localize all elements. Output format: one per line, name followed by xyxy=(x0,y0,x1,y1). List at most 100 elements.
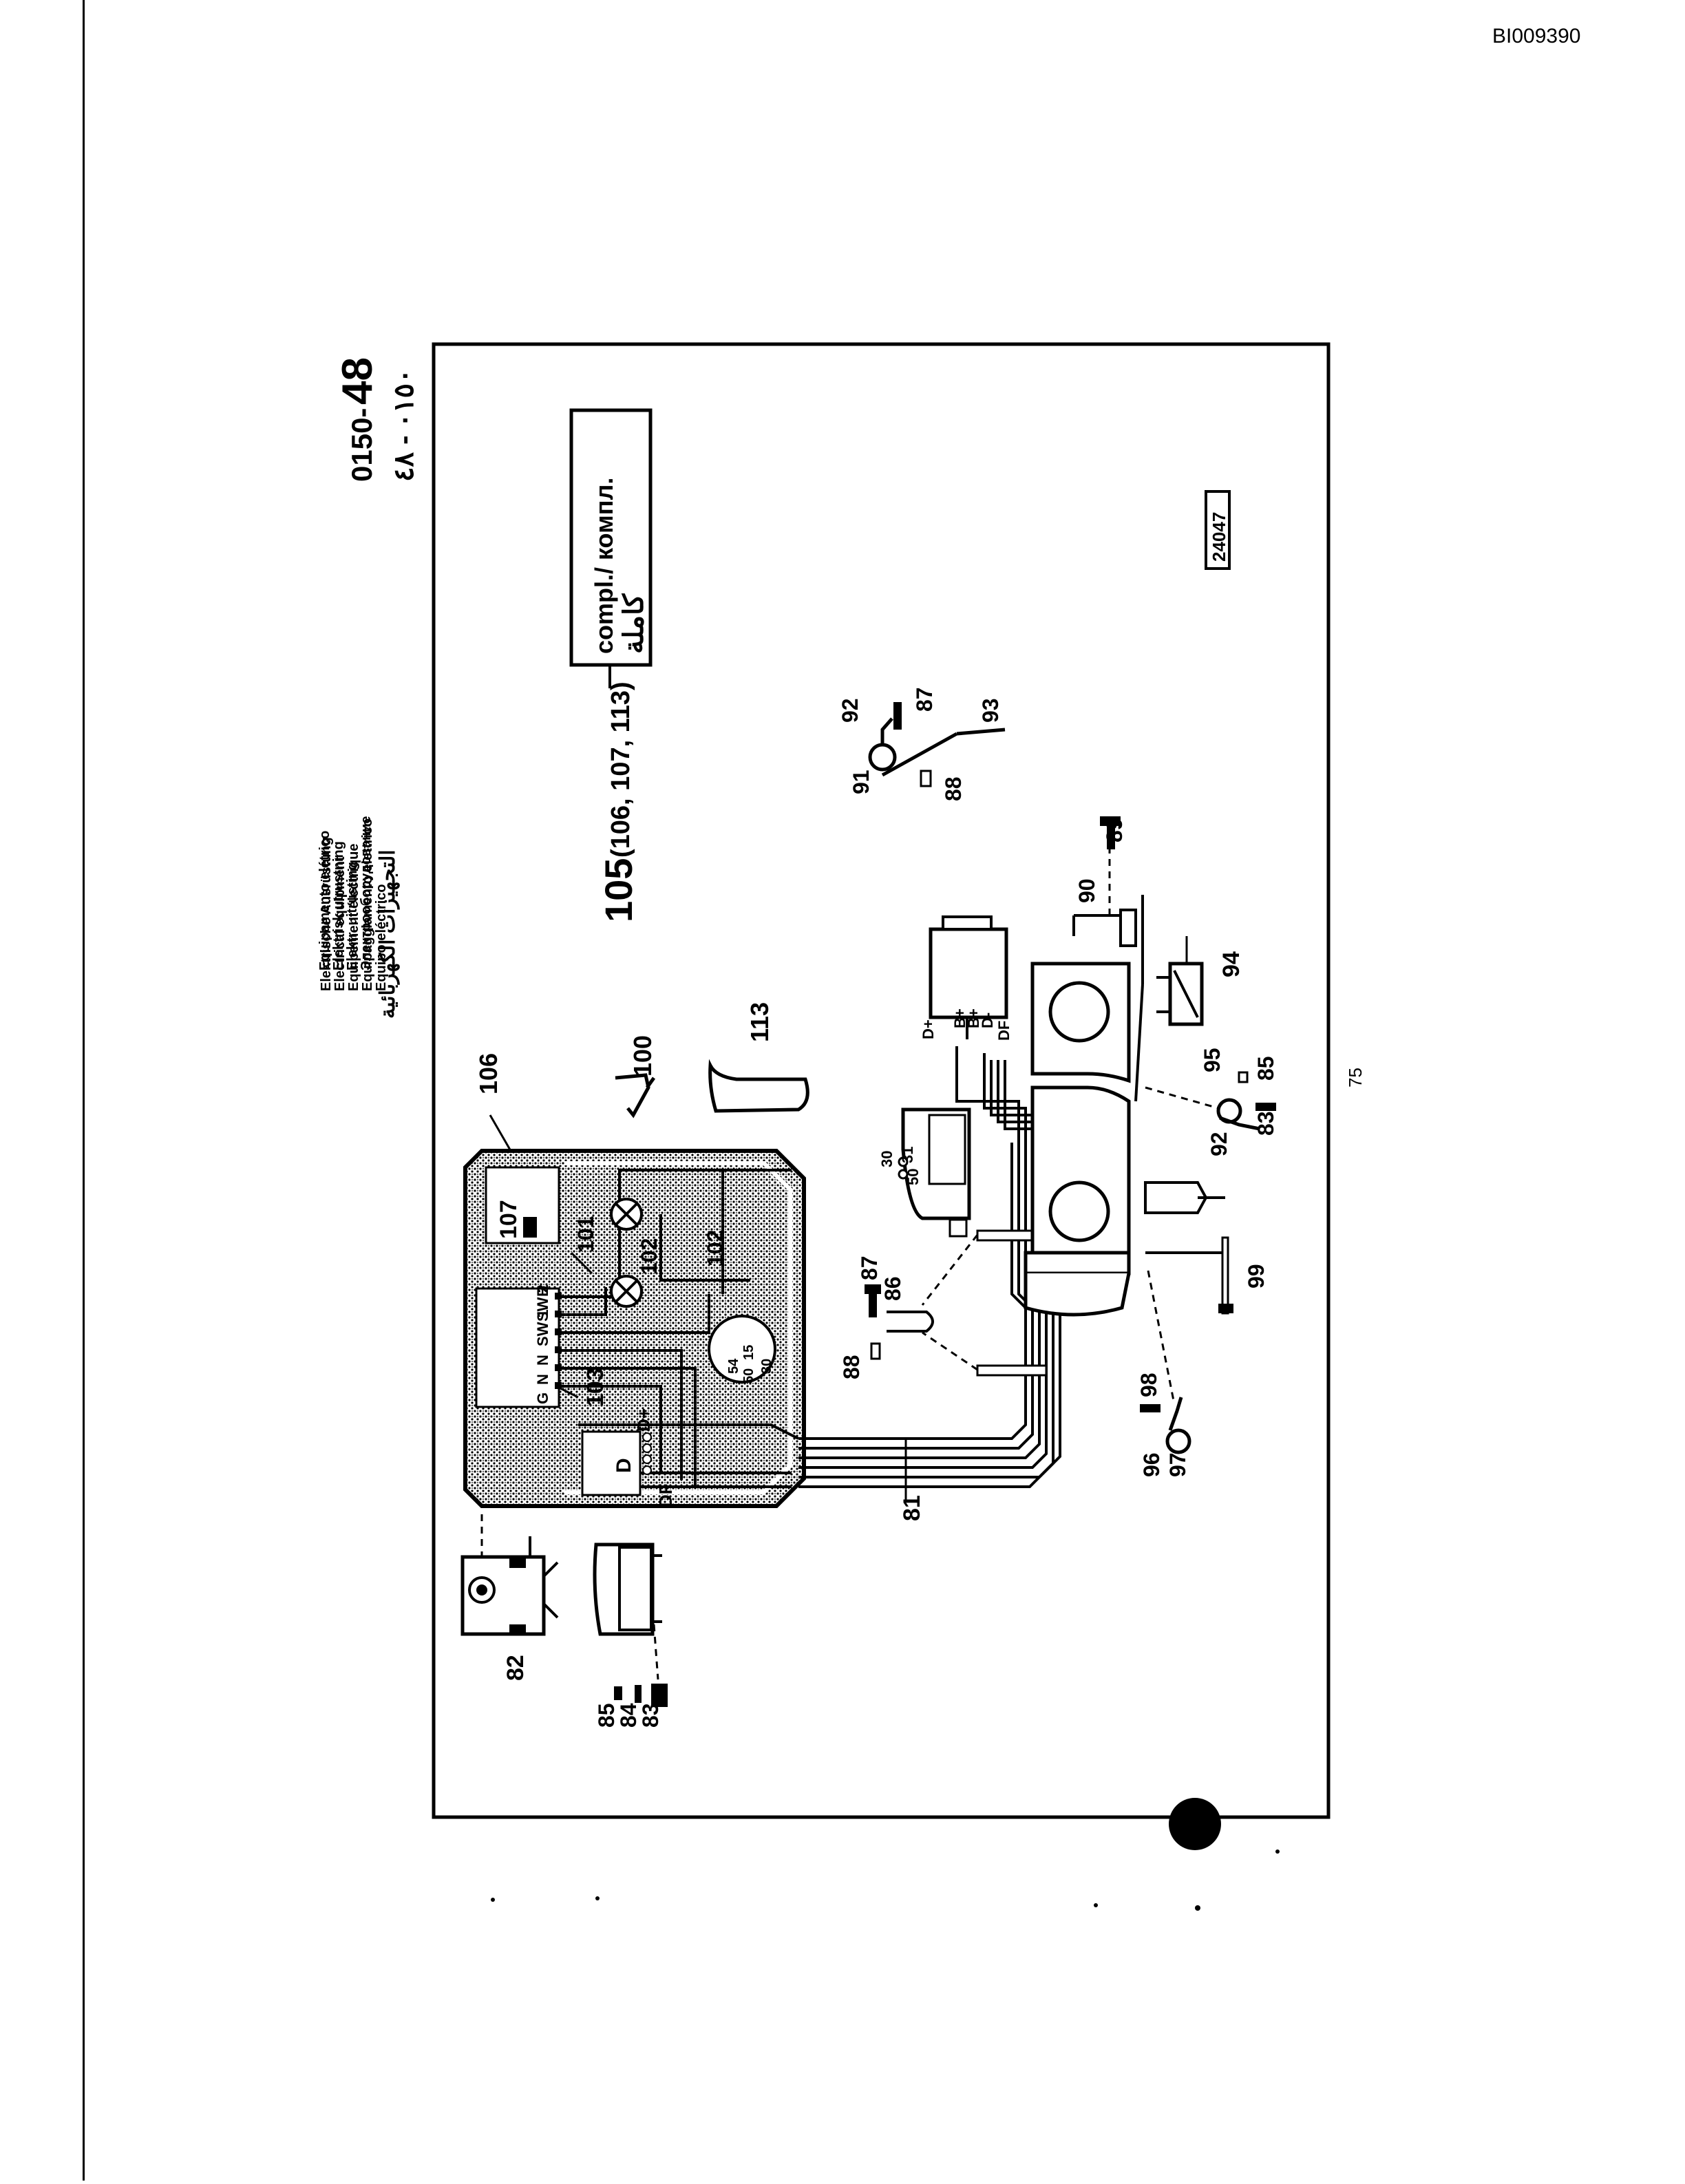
group-number: 0150- 48 ٠١٥٠ - ٤٨ xyxy=(334,357,419,482)
title-line: Elektr. uitrusting xyxy=(345,862,360,971)
alt-dplus: D+ xyxy=(920,1019,937,1039)
group-number-prefix: 0150- xyxy=(346,408,378,482)
compl-label-arabic: كاملة xyxy=(619,593,649,654)
label-100: 100 xyxy=(628,1035,657,1077)
module-107-plug xyxy=(523,1217,537,1238)
alt-bplus: B+ xyxy=(951,1008,968,1028)
mark xyxy=(1094,1903,1098,1907)
switch-t30: 30 xyxy=(759,1359,774,1374)
assembly-number: 105 xyxy=(597,858,640,922)
diagram-frame xyxy=(432,342,1331,1819)
clamp-97 xyxy=(1165,1397,1191,1454)
switch-t15: 15 xyxy=(741,1345,756,1360)
label-93: 93 xyxy=(978,698,1003,723)
switch-t50: 50 xyxy=(741,1368,756,1383)
dashed-leader-97 xyxy=(1147,1270,1176,1405)
alt-bplus2: B+ xyxy=(965,1008,982,1028)
relay-82 xyxy=(460,1536,559,1636)
label-92-upper: 92 xyxy=(838,698,862,723)
sensor-wire-2 xyxy=(1134,984,1144,1102)
regulator-block xyxy=(581,1430,642,1496)
terminal-dplus: D+ xyxy=(633,1408,654,1432)
oil-sensor xyxy=(1144,1181,1225,1214)
figure-id-box xyxy=(1205,490,1231,570)
clamp-95 xyxy=(1216,1098,1260,1131)
page-number: 75 xyxy=(1344,1068,1366,1088)
label-85-left: 85 xyxy=(594,1703,619,1728)
terminal-d: D xyxy=(613,1458,635,1473)
label-81: 81 xyxy=(899,1495,925,1521)
label-102b: 102 xyxy=(703,1230,728,1266)
module-107 xyxy=(485,1166,560,1244)
compl-label: compl./ компл. xyxy=(590,478,618,654)
label-85-right: 85 xyxy=(1253,1056,1278,1081)
label-92-lower: 92 xyxy=(1207,1132,1231,1156)
assembly-ref: 105 (106, 107, 113) xyxy=(597,681,640,922)
title-line: Equipamento elétrico xyxy=(317,831,332,971)
ignition-switch xyxy=(708,1315,776,1383)
label-113: 113 xyxy=(745,1002,774,1042)
left-margin-line xyxy=(83,0,85,2181)
label-91: 91 xyxy=(849,770,873,794)
label-83-left: 83 xyxy=(638,1703,663,1728)
mark xyxy=(1195,1905,1200,1911)
bracket-83 xyxy=(593,1542,662,1636)
screw-83-right xyxy=(1255,1103,1276,1111)
label-87-left: 87 xyxy=(857,1255,882,1280)
screw-87-right xyxy=(893,702,902,730)
screw-99 xyxy=(1218,1236,1233,1315)
title-line: Elektrische Ausrüstung xyxy=(319,837,334,991)
cover-113 xyxy=(708,1059,809,1113)
title-line: Equipement électrique xyxy=(346,844,361,992)
assembly-subparts: (106, 107, 113) xyxy=(606,681,635,858)
starter-t31: 31 xyxy=(899,1147,916,1163)
nut-85-right xyxy=(1238,1071,1249,1083)
lamp-1 xyxy=(610,1198,643,1231)
label-90: 90 xyxy=(1074,878,1099,903)
title-line: Electrical equipment xyxy=(332,856,348,991)
alt-df: DF xyxy=(995,1021,1013,1041)
label-83-right: 83 xyxy=(1253,1111,1278,1136)
alternator xyxy=(929,915,1008,1039)
screw-89 xyxy=(1100,816,1121,849)
header-block-2: Equipamento elétrico Elektrisk utrustnin… xyxy=(317,816,400,1019)
glow-plug-90 xyxy=(1072,909,1137,947)
switch-t54: 54 xyxy=(726,1358,741,1374)
starter-t30: 30 xyxy=(878,1151,896,1167)
clip-86 xyxy=(887,1311,934,1333)
title-line: Equipo eléctrico xyxy=(374,884,389,991)
dashed-leader-86b xyxy=(922,1331,978,1371)
screw-87-left xyxy=(865,1284,881,1317)
label-89: 89 xyxy=(1102,818,1127,842)
label-106: 106 xyxy=(474,1053,502,1094)
label-86: 86 xyxy=(880,1276,905,1301)
starter-t50: 50 xyxy=(904,1169,922,1185)
nut-88-left xyxy=(870,1342,881,1360)
harness-clamp-2 xyxy=(976,1364,1048,1377)
label-84: 84 xyxy=(616,1703,641,1728)
terminal-sw1: SW 1 xyxy=(534,1309,551,1346)
label-102a: 102 xyxy=(637,1238,661,1275)
label-99: 99 xyxy=(1244,1264,1269,1289)
terminal-sw2: SW 2 xyxy=(534,1284,551,1322)
terminal-n2: N xyxy=(534,1355,551,1366)
dashed-leader-83 xyxy=(653,1624,659,1680)
header-block: Elektrische Ausrüstung Electrical equipm… xyxy=(319,818,389,991)
lamp-2 xyxy=(610,1275,643,1308)
registration-dot xyxy=(1169,1798,1221,1850)
screw-98 xyxy=(1140,1404,1161,1412)
screw-83 xyxy=(614,1684,668,1707)
mark xyxy=(595,1896,600,1900)
label-96: 96 xyxy=(1139,1452,1164,1477)
clamp-91 xyxy=(868,717,897,772)
label-82: 82 xyxy=(502,1655,529,1681)
key-100 xyxy=(615,1073,656,1118)
alt-dminus: D- xyxy=(979,1013,996,1028)
label-107: 107 xyxy=(496,1200,522,1239)
dashed-leader-95 xyxy=(1145,1086,1219,1110)
label-95: 95 xyxy=(1200,1048,1225,1072)
panel-inner-border xyxy=(564,1161,792,1494)
label-87-right: 87 xyxy=(912,687,937,712)
figure-id: 24047 xyxy=(1209,512,1229,562)
label-97: 97 xyxy=(1165,1452,1190,1477)
